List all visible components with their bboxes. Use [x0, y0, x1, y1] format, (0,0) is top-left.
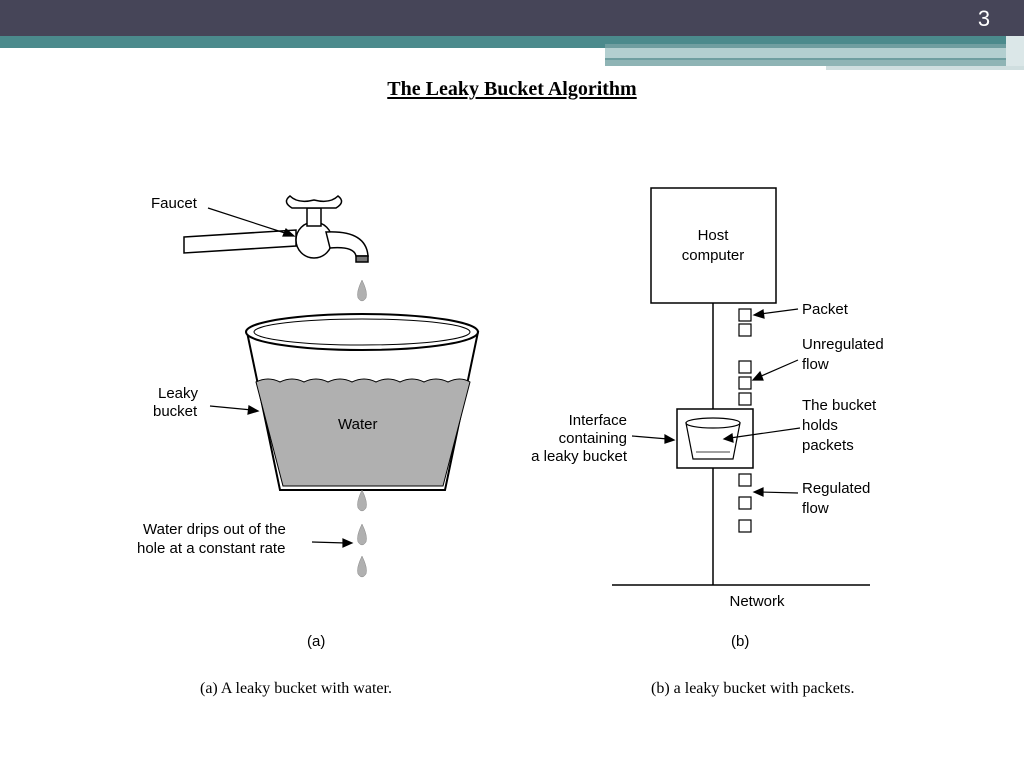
packet [738, 392, 752, 406]
header-accent-highlight [605, 48, 1024, 58]
drips-label-line1: Water drips out of the [143, 521, 286, 538]
panel-a-arrows [207, 207, 354, 548]
caption-b: (b) a leaky bucket with packets. [651, 680, 855, 697]
water-drop-4 [357, 555, 367, 578]
header-bar [0, 0, 1024, 36]
packet [738, 496, 752, 510]
header-accent-corner [1006, 36, 1024, 70]
packet [738, 519, 752, 533]
bucket-holds-label-line3: packets [802, 437, 854, 454]
header-accent-stripe [605, 60, 1024, 66]
panel-b: Host computer Packet Unregulated flow Th… [531, 187, 884, 650]
slide-title-text: The Leaky Bucket Algorithm [387, 78, 637, 100]
faucet-icon [183, 195, 369, 263]
leaky-bucket-label-line2: bucket [153, 403, 198, 420]
regulated-label-line1: Regulated [802, 480, 870, 497]
packet-label: Packet [802, 301, 849, 318]
panel-a: Faucet Leaky bucket Water Water drips ou… [137, 195, 480, 650]
panel-a-sub-label: (a) [307, 633, 325, 650]
bucket-holds-label-line2: holds [802, 417, 838, 434]
packet [738, 360, 752, 374]
small-bucket-icon [685, 417, 741, 460]
packet [738, 323, 752, 337]
caption-a: (a) A leaky bucket with water. [200, 680, 392, 697]
host-computer-box [650, 187, 777, 304]
regulated-label-line2: flow [802, 500, 829, 517]
water-drop-3 [357, 523, 367, 546]
packet [738, 473, 752, 487]
panel-b-arrows [631, 308, 801, 497]
interface-label-line1: Interface [569, 412, 627, 429]
network-label: Network [729, 593, 785, 610]
host-label-line2: computer [682, 247, 745, 264]
faucet-label: Faucet [151, 195, 198, 212]
packet [738, 308, 752, 322]
unregulated-label-line2: flow [802, 356, 829, 373]
leaky-bucket-icon [245, 313, 480, 491]
water-drop-1 [357, 279, 367, 302]
water-label: Water [338, 416, 377, 433]
host-label-line1: Host [698, 227, 730, 244]
bucket-holds-label-line1: The bucket [802, 397, 877, 414]
header-accent-line [826, 66, 1024, 70]
interface-label-line3: a leaky bucket [531, 448, 628, 465]
unregulated-label-line1: Unregulated [802, 336, 884, 353]
slide-title: The Leaky Bucket Algorithm [0, 78, 1024, 101]
slide-number: 3 [977, 6, 991, 31]
packet-squares [738, 308, 752, 533]
panel-b-sub-label: (b) [731, 633, 749, 650]
interface-label-line2: containing [559, 430, 627, 447]
water-drop-2 [357, 489, 367, 512]
leaky-bucket-label-line1: Leaky [158, 385, 199, 402]
drips-label-line2: hole at a constant rate [137, 540, 285, 557]
packet [738, 376, 752, 390]
